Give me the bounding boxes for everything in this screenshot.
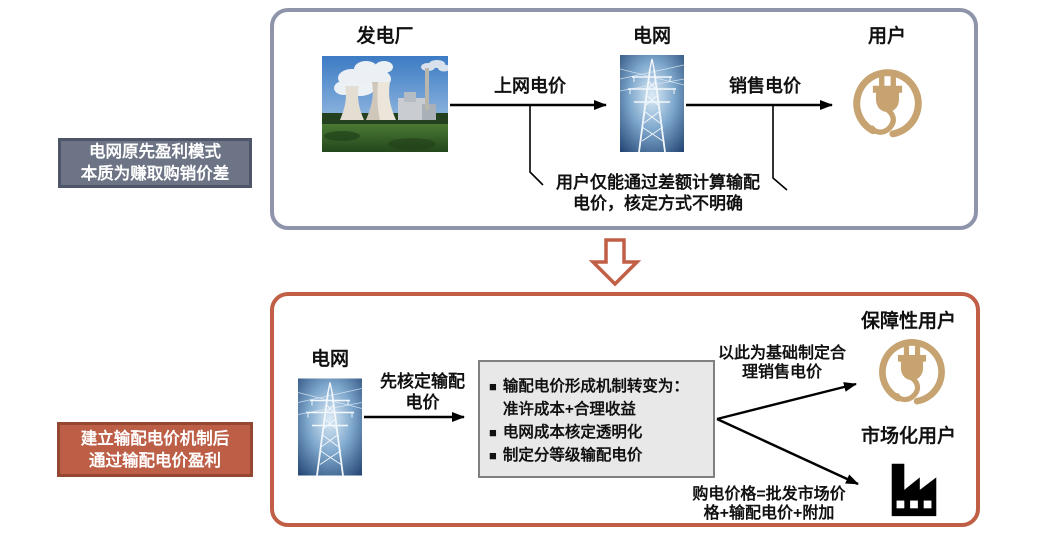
power-plant-photo: [322, 56, 448, 152]
bullet-1-line2: 准许成本+合理收益: [502, 401, 636, 418]
mechanism-detail-box: ■ 输配电价形成机制转变为： 准许成本+合理收益 ■ 电网成本核定透明化 ■ 制…: [478, 360, 715, 478]
bullet-item-3: ■ 制定分等级输配电价: [489, 444, 708, 467]
transmission-tower-photo-bottom: [298, 378, 362, 476]
plug-icon-bottom: [879, 339, 945, 405]
factory-icon: [891, 463, 937, 517]
old-model-note: 用户仅能通过差额计算输配 电价，核定方式不明确: [538, 172, 778, 214]
feed-in-tariff-label: 上网电价: [494, 76, 566, 96]
new-model-side-label-line2: 通过输配电价盈利: [89, 451, 221, 470]
old-model-side-label-line1: 电网原先盈利模式: [89, 143, 221, 161]
bullet-3-line1: 制定分等级输配电价: [502, 447, 643, 464]
old-model-note-line1: 用户仅能通过差额计算输配: [556, 173, 760, 192]
old-model-side-label-line2: 本质为赚取购销价差: [80, 165, 230, 183]
user-title: 用户: [867, 26, 906, 47]
down-arrow-icon: [588, 238, 642, 287]
old-model-box: [270, 8, 978, 230]
market-user-title: 市场化用户: [860, 426, 956, 447]
new-model-side-label: 建立输配电价机制后 通过输配电价盈利: [57, 422, 253, 477]
bullet-square-icon: ■: [489, 379, 497, 394]
pre-approve-tariff-label-line2: 电价: [405, 393, 440, 412]
bullet-2-line1: 电网成本核定透明化: [502, 424, 643, 441]
bullet-1-line1: 输配电价形成机制转变为：: [502, 378, 689, 395]
grid-title-top: 电网: [632, 26, 671, 47]
bullet-square-icon: ■: [489, 425, 497, 440]
bullet-item-1: ■ 输配电价形成机制转变为： 准许成本+合理收益: [489, 375, 708, 421]
market-user-note: 购电价格=批发市场价 格+输配电价+附加: [686, 485, 852, 523]
market-user-note-line2: 格+输配电价+附加: [703, 505, 835, 522]
pre-approve-tariff-label-line1: 先核定输配: [380, 372, 465, 391]
protected-user-note-line2: 理销售电价: [741, 364, 822, 381]
market-user-note-line1: 购电价格=批发市场价: [692, 486, 846, 503]
protected-user-note-line1: 以此为基础制定合: [717, 345, 846, 362]
protected-user-title: 保障性用户: [860, 311, 956, 332]
transmission-tower-photo-top: [620, 55, 684, 152]
pre-approve-tariff-label: 先核定输配 电价: [370, 371, 475, 413]
bullet-square-icon: ■: [489, 448, 497, 463]
retail-tariff-label: 销售电价: [729, 76, 801, 96]
plant-title: 发电厂: [356, 26, 414, 47]
plug-icon-top: [853, 69, 922, 138]
new-model-box: [270, 292, 980, 527]
bullet-item-2: ■ 电网成本核定透明化: [489, 421, 708, 444]
protected-user-note: 以此为基础制定合 理销售电价: [712, 344, 852, 382]
old-model-side-label: 电网原先盈利模式 本质为赚取购销价差: [58, 138, 252, 188]
new-model-side-label-line1: 建立输配电价机制后: [80, 429, 230, 448]
old-model-note-line2: 电价，核定方式不明确: [573, 194, 743, 213]
grid-title-bottom: 电网: [310, 349, 349, 370]
